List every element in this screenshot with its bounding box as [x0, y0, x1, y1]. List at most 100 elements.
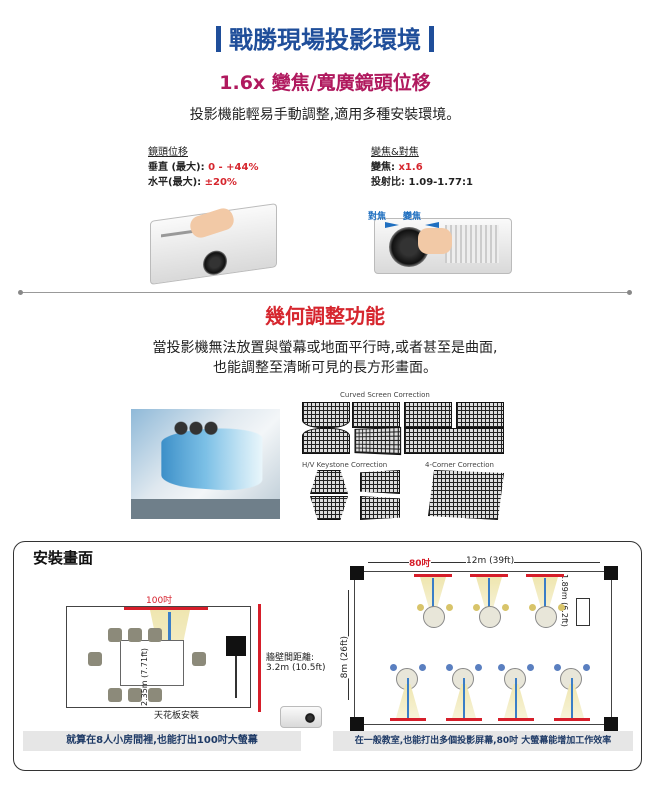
label-hv-keystone: H/V Keystone Correction — [302, 461, 388, 469]
projector-image-zoom — [374, 218, 512, 274]
chair — [417, 604, 424, 611]
horizontal-value: ±20% — [204, 177, 237, 188]
grid-curved-1 — [302, 402, 350, 428]
chair — [419, 664, 426, 671]
lens-shift-spec: 鏡頭位移 垂直 (最大): 0 - +44% 水平(最大): ±20% — [148, 145, 259, 190]
throw-value: 1.09-1.77:1 — [408, 177, 473, 188]
grid-keystone-2 — [360, 470, 400, 494]
arrow-right-icon — [385, 222, 399, 228]
throw-arrow — [432, 578, 434, 618]
wall-distance-value: 3.2m (10.5ft) — [266, 663, 326, 673]
zoom-focus-spec: 變焦&對焦 變焦: x1.6 投射比: 1.09-1.77:1 — [371, 145, 473, 190]
horizontal-label: 水平(最大): — [148, 177, 202, 188]
grid-curved-7 — [404, 428, 504, 454]
projector-vent-2 — [445, 225, 499, 263]
classroom-diagram — [354, 571, 612, 725]
divider-dot-left — [18, 290, 23, 295]
meeting-table — [120, 640, 184, 686]
ceiling-mount-label: 天花板安裝 — [154, 711, 200, 721]
tv-icon — [226, 636, 246, 656]
hand-icon-2 — [418, 228, 452, 254]
chair — [390, 664, 397, 671]
install-title: 安裝畫面 — [33, 549, 94, 567]
chair — [529, 604, 536, 611]
geometry-desc-line1: 當投影機無法放置與螢幕或地面平行時,或者甚至是曲面, — [152, 340, 498, 356]
throw-arrow — [571, 678, 573, 718]
grid-curved-3 — [302, 428, 350, 454]
small-room-diagram — [66, 606, 251, 708]
room-height: 8m (26ft) — [340, 636, 350, 679]
zoom-value: x1.6 — [398, 162, 423, 173]
page-title-text: 戰勝現場投影環境 — [229, 26, 421, 54]
section-description: 投影機能輕易手動調整,適用多種安裝環境。 — [189, 107, 461, 123]
chair — [583, 664, 590, 671]
install-panel — [13, 541, 642, 771]
curved-screen-photo — [131, 409, 280, 519]
chair — [446, 664, 453, 671]
wall-distance-label: 牆壁間距離: — [266, 653, 315, 663]
round-table — [535, 606, 557, 628]
zoom-tag: 變焦 — [403, 212, 422, 222]
screen-100-line — [124, 607, 208, 610]
chair — [446, 604, 453, 611]
throw-label: 投射比: — [371, 177, 405, 188]
section-divider — [20, 292, 630, 293]
corner-pillar — [604, 566, 618, 580]
projector-icon-small — [280, 706, 322, 728]
throw-arrow — [544, 578, 546, 618]
seat — [192, 652, 206, 666]
throw-arrow — [515, 678, 517, 718]
seat — [128, 628, 142, 642]
vertical-label: 垂直 (最大): — [148, 162, 205, 173]
grid-curved-5 — [404, 402, 452, 428]
tv-stand — [235, 656, 237, 698]
projector-lens-icon-3 — [305, 713, 315, 723]
focus-tag: 對焦 — [368, 212, 387, 222]
label-4-corner: 4-Corner Correction — [425, 461, 494, 469]
divider-dot-right — [627, 290, 632, 295]
throw-arrow — [463, 678, 465, 718]
corner-pillar — [350, 566, 364, 580]
round-table — [479, 606, 501, 628]
screen-size-100: 100吋 — [146, 596, 173, 606]
screen-80-line — [554, 718, 590, 721]
room2-caption: 在一般教室,也能打出多個投影屏幕,80吋 大螢幕能增加工作效率 — [333, 731, 633, 751]
geometry-title: 幾何調整功能 — [265, 304, 385, 328]
seat — [128, 688, 142, 702]
door-icon — [576, 598, 590, 626]
throw-arrow — [488, 578, 490, 618]
round-table — [423, 606, 445, 628]
label-curved-screen: Curved Screen Correction — [340, 391, 430, 399]
chair — [502, 604, 509, 611]
screen-80-line — [446, 718, 482, 721]
grid-4-corner — [428, 470, 504, 520]
wall-distance-arrow — [258, 604, 261, 712]
corner-pillar — [350, 717, 364, 731]
throw-distance-1: 2.35m (7.71ft) — [140, 648, 149, 707]
geometry-description: 當投影機無法放置與螢幕或地面平行時,或者甚至是曲面, 也能調整至清晰可見的長方形… — [0, 338, 650, 378]
geometry-desc-line2: 也能調整至清晰可見的長方形畫面。 — [213, 360, 437, 376]
seat — [148, 688, 162, 702]
arrow-left-icon — [425, 222, 439, 228]
chair — [498, 664, 505, 671]
seat — [108, 688, 122, 702]
seat — [88, 652, 102, 666]
chair — [473, 604, 480, 611]
seat — [108, 628, 122, 642]
grid-keystone-3 — [310, 496, 348, 520]
chair — [554, 664, 561, 671]
title-bar-right — [429, 26, 434, 52]
throw-distance-2: 1.89m (6.2ft) — [560, 574, 569, 627]
projector-lens-icon — [203, 249, 227, 277]
grid-keystone-1 — [310, 470, 348, 494]
seat — [148, 628, 162, 642]
throw-arrow — [407, 678, 409, 718]
grid-curved-4 — [354, 426, 402, 456]
vertical-value: 0 - +44% — [208, 162, 259, 173]
corner-pillar — [604, 717, 618, 731]
room1-caption: 就算在8人小房間裡,也能打出100吋大螢幕 — [23, 731, 301, 751]
zoom-label: 變焦: — [371, 162, 395, 173]
grid-curved-2 — [352, 402, 400, 428]
room-width: 12m (39ft) — [466, 556, 515, 566]
people-silhouette — [171, 417, 221, 445]
